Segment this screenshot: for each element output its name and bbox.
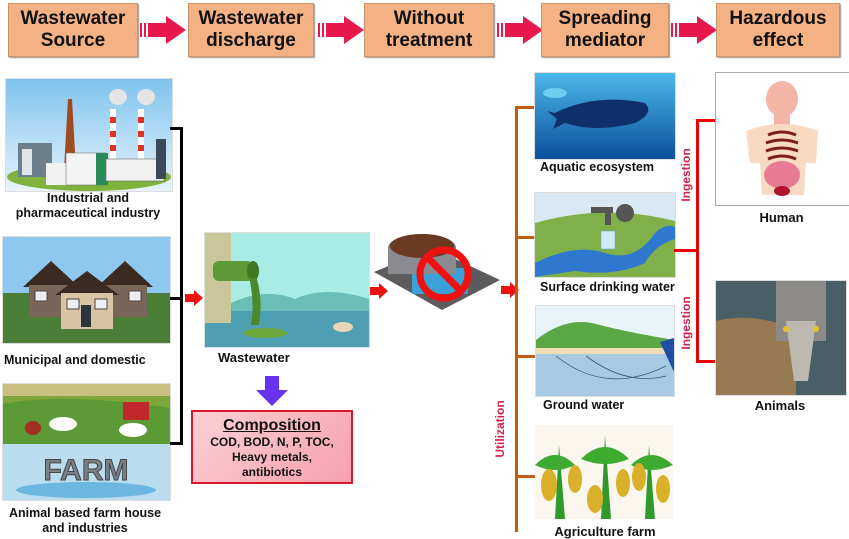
stage-spreading-mediator: Spreading mediator <box>541 3 669 57</box>
mediator-tick-aquatic <box>515 106 535 109</box>
mediator-tick-ground <box>515 355 535 358</box>
surface-water-image <box>534 192 676 278</box>
wastewater-label: Wastewater <box>218 350 290 365</box>
bracket-mid-tick <box>170 297 182 300</box>
bracket-bottom-tick <box>170 442 182 445</box>
source-label-farm: Animal based farm house and industries <box>8 506 162 535</box>
human-image <box>715 72 849 206</box>
stage-arrow-4 <box>671 16 717 44</box>
whale-icon <box>535 73 675 159</box>
stage-wastewater-source: Wastewater Source <box>8 3 138 57</box>
stage-without-treatment: Without treatment <box>364 3 494 57</box>
houses-image <box>2 236 171 344</box>
flow-arrow-to-wastewater <box>185 290 203 306</box>
mediator-label-aquatic: Aquatic ecosystem <box>540 160 654 174</box>
composition-body: COD, BOD, N, P, TOC, Heavy metals, antib… <box>210 435 334 479</box>
factory-icon <box>6 79 172 191</box>
stage-arrow-3 <box>497 16 543 44</box>
groundwater-icon <box>536 306 674 396</box>
svg-text:FARM: FARM <box>44 454 129 487</box>
effect-tick-human <box>696 119 716 122</box>
effect-link-surface <box>674 249 698 252</box>
down-arrow-icon <box>256 376 288 406</box>
mediator-tick-agriculture <box>515 475 535 478</box>
factory-image <box>5 78 173 192</box>
ground-water-image <box>535 305 675 397</box>
aquatic-image <box>534 72 676 160</box>
corn-icon <box>535 425 673 519</box>
flow-arrow-to-treatment <box>370 283 388 299</box>
mediator-tick-surface <box>515 236 535 239</box>
flow-arrow-to-mediators <box>501 282 519 298</box>
stage-wastewater-discharge: Wastewater discharge <box>188 3 314 57</box>
human-anatomy-icon <box>746 81 818 196</box>
mediator-label-ground: Ground water <box>543 398 625 412</box>
composition-box: Composition COD, BOD, N, P, TOC, Heavy m… <box>191 410 353 484</box>
wastewater-image <box>204 232 370 348</box>
bracket-top-tick <box>170 127 182 130</box>
mediator-label-agriculture: Agriculture farm <box>554 524 656 539</box>
stage-arrow-2 <box>318 16 364 44</box>
pipe-discharge-icon <box>205 233 369 347</box>
ingestion-label-animals: Ingestion <box>679 296 693 350</box>
farm-image: FARM <box>2 383 171 501</box>
effect-label-animals: Animals <box>754 398 806 413</box>
ingestion-label-human: Ingestion <box>679 148 693 202</box>
no-treatment-plant-icon <box>374 234 500 310</box>
composition-title: Composition <box>223 417 321 434</box>
utilization-label: Utilization <box>493 400 507 458</box>
cattle-drinking-icon <box>716 281 846 395</box>
effect-label-human: Human <box>759 210 804 225</box>
effect-bracket <box>696 119 699 363</box>
tap-water-icon <box>535 193 675 277</box>
mediator-bracket <box>515 106 518 532</box>
source-label-industrial: Industrial and pharmaceutical industry <box>15 191 161 220</box>
source-label-municipal: Municipal and domestic <box>4 353 146 367</box>
mediator-label-surface: Surface drinking water <box>540 280 675 294</box>
stage-hazardous-effect: Hazardous effect <box>716 3 840 57</box>
stage-arrow-1 <box>140 16 186 44</box>
houses-icon <box>3 237 170 343</box>
animals-image <box>715 280 847 396</box>
agriculture-image <box>535 425 673 519</box>
source-bracket <box>180 127 183 445</box>
effect-tick-animals <box>696 360 716 363</box>
farm-icon: FARM <box>3 384 170 500</box>
